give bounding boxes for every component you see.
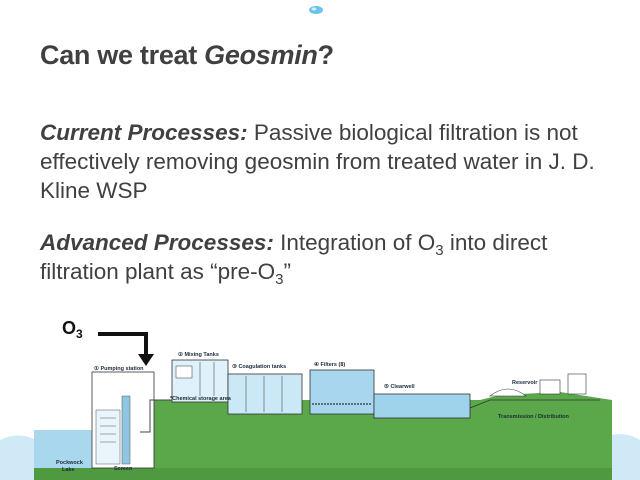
- reservoir: [489, 388, 527, 397]
- coagulation-tanks: [227, 373, 303, 415]
- droplet-logo-icon: [309, 6, 323, 14]
- ground-base: [34, 468, 612, 480]
- label-lake-word: Lake: [62, 467, 75, 473]
- label-mixing-tanks: ② Mixing Tanks: [178, 351, 219, 358]
- label-lake-name: Pockwock: [56, 460, 84, 466]
- o3-injection-arrow: [98, 332, 148, 356]
- current-processes-paragraph: Current Processes: Passive biological fi…: [40, 120, 595, 203]
- label-filters: ④ Filters (8): [314, 361, 345, 368]
- label-chemical-storage: *Chemical storage area: [170, 396, 232, 402]
- distribution-pipe: [469, 399, 600, 409]
- label-reservoir: Reservoir: [512, 380, 538, 386]
- label-screen: Screen: [114, 466, 133, 472]
- current-processes-lead: Current Processes:: [40, 120, 248, 145]
- filters: [309, 369, 375, 415]
- label-transmission: Transmission / Distribution: [498, 414, 570, 420]
- o3-label: O3: [62, 318, 83, 341]
- advanced-processes-lead: Advanced Processes:: [40, 230, 274, 255]
- slide-title: Can we treat Geosmin?: [40, 40, 334, 70]
- left-wave-decoration: [0, 435, 40, 480]
- label-coagulation-tanks: ③ Coagulation tanks: [232, 363, 286, 370]
- treatment-plant-diagram: ① Pumping station ② Mixing Tanks ③ Coagu…: [0, 332, 640, 480]
- advanced-processes-paragraph: Advanced Processes: Integration of O3 in…: [40, 230, 548, 288]
- label-clearwell: ⑤ Clearwell: [384, 383, 415, 390]
- clearwell: [373, 393, 471, 419]
- label-pumping-station: ① Pumping station: [94, 365, 144, 372]
- intake-pipe: [140, 399, 172, 433]
